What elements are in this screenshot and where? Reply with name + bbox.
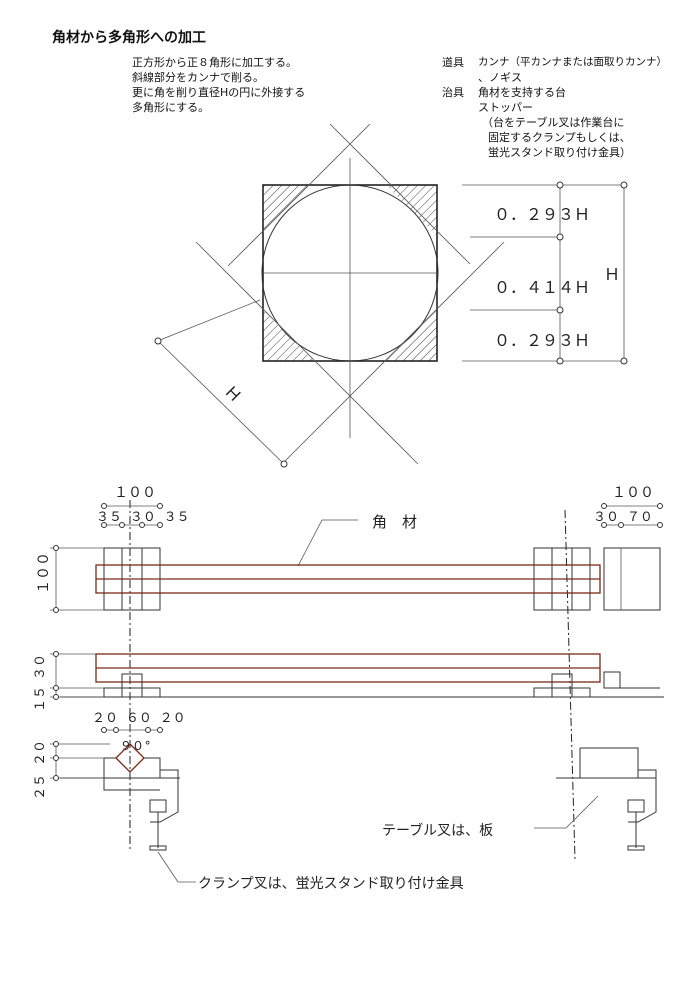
angle-label: ９０° <box>120 739 151 753</box>
table-label: テーブル叉は、板 <box>382 822 493 839</box>
diagonal-h-label: Ｈ <box>221 381 246 406</box>
clamp-label: クランプ叉は、蛍光スタンド取り付け金具 <box>198 876 464 892</box>
instruction-line-1: 正方形から正８角形に加工する。 <box>132 56 297 69</box>
left-total-dim: １００ <box>114 485 156 501</box>
left-sub-dims: ３５ ３０ ３５ <box>96 510 190 525</box>
tools-label: 道具 <box>442 56 464 69</box>
height-25-dim: ２５ <box>33 774 48 800</box>
height-20-dim: ２０ <box>33 740 48 766</box>
dim-h-total: Ｈ <box>604 265 620 284</box>
dim-0414h: ０．４１４Ｈ <box>494 278 590 297</box>
tools-line-2: 、ノギス <box>478 71 522 84</box>
jig-line-4: 固定するクランプもしくは、 <box>488 131 631 144</box>
page-title: 角材から多角形への加工 <box>52 30 206 46</box>
jig-line-1: 角材を支持する台 <box>478 86 566 99</box>
jig-line-5: 蛍光スタンド取り付け金具） <box>488 146 631 159</box>
dim-0293h-bottom: ０．２９３Ｈ <box>494 331 590 350</box>
jig-diagram: １００ ３５ ３０ ３５ １００ ３０ ７０ 角 材 １００ <box>33 485 664 892</box>
instruction-line-4: 多角形にする。 <box>132 101 210 114</box>
instruction-line-3: 更に角を削り直径Hの円に外接する <box>132 86 306 99</box>
jig-line-3: （台をテーブル叉は作業台に <box>482 116 625 129</box>
height-100-dim: １００ <box>36 552 52 594</box>
cross-dims: ２０ ６０ ２０ <box>92 711 186 726</box>
octagon-diagram: Ｈ ０．２９３Ｈ ０．４１４Ｈ ０．２９３Ｈ Ｈ <box>154 123 628 468</box>
material-cross-section <box>115 743 145 773</box>
height-30-dim: ３０ <box>33 654 48 680</box>
material-label: 角 材 <box>372 513 417 531</box>
height-15-dim: １５ <box>33 686 48 712</box>
dim-0293h-top: ０．２９３Ｈ <box>494 205 590 224</box>
tools-line-1: カンナ（平カンナまたは面取りカンナ） <box>478 56 667 68</box>
jig-label: 治具 <box>442 86 464 99</box>
right-total-dim: １００ <box>612 485 654 501</box>
jig-line-2: ストッパー <box>478 101 533 114</box>
right-sub-dims: ３０ ７０ <box>593 510 653 525</box>
instruction-line-2: 斜線部分をカンナで削る。 <box>132 71 264 84</box>
